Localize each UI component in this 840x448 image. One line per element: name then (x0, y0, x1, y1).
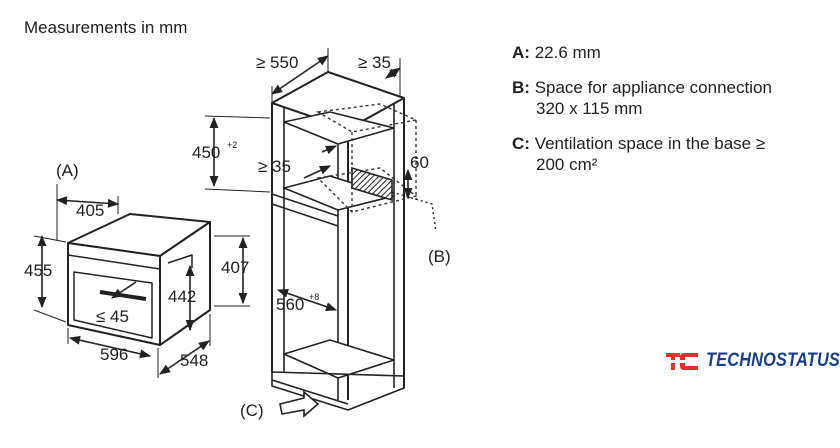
dim-niche-width-tolerance: +8 (309, 292, 319, 302)
dim-oven-rear-height: 407 (221, 258, 249, 277)
marker-c: (C) (240, 401, 264, 420)
marker-b: (B) (428, 247, 451, 266)
legend-item-b: B: Space for appliance connection 320 x … (512, 77, 832, 119)
legend-text: 200 cm² (536, 155, 598, 174)
legend-text: 320 x 115 mm (536, 99, 643, 118)
legend-key: B: (512, 78, 530, 97)
dim-niche-width: 560 (276, 295, 304, 314)
dim-cabinet-depth: ≥ 550 (256, 53, 298, 72)
legend: A: 22.6 mm B: Space for appliance connec… (512, 42, 832, 189)
marker-a: (A) (56, 161, 79, 180)
brand-name: TECHNOSTATUS (706, 350, 840, 371)
oven-dimension-lines (33, 184, 250, 378)
oven-drawing (67, 213, 211, 346)
dim-niche-side: 60 (410, 153, 429, 172)
brand-logo: TECHNOSTATUS (664, 349, 840, 373)
dim-oven-inner-height: 442 (168, 287, 196, 306)
dim-handle-offset: ≤ 45 (96, 307, 129, 326)
legend-item-c: C: Ventilation space in the base ≥ 200 c… (512, 133, 832, 175)
cabinet-drawing (271, 71, 405, 411)
dim-niche-height: 450 (192, 143, 220, 162)
dim-oven-height-front: 455 (24, 261, 52, 280)
dim-cabinet-back-gap: ≥ 35 (358, 53, 391, 72)
connection-leader (391, 191, 437, 233)
dim-niche-height-tolerance: +2 (227, 140, 237, 150)
dim-niche-gap: ≥ 35 (258, 157, 291, 176)
legend-text: Space for appliance connection (534, 78, 772, 97)
dim-oven-depth-top: 405 (76, 201, 104, 220)
dimension-labels: (A) 405 455 596 548 442 407 ≤ 45 ≥ 550 ≥… (24, 53, 451, 420)
page-title: Measurements in mm (24, 18, 188, 37)
legend-text: 22.6 mm (534, 43, 601, 62)
legend-text: Ventilation space in the base ≥ (534, 134, 766, 153)
niche-outline (315, 103, 419, 213)
dim-oven-width: 596 (100, 345, 128, 364)
dim-oven-depth-side: 548 (180, 351, 208, 370)
legend-item-a: A: 22.6 mm (512, 42, 832, 63)
technostatus-logo-icon (664, 353, 700, 370)
legend-key: A: (512, 43, 530, 62)
connection-space (351, 166, 393, 202)
cabinet-dimension-lines (204, 48, 413, 418)
legend-key: C: (512, 134, 530, 153)
